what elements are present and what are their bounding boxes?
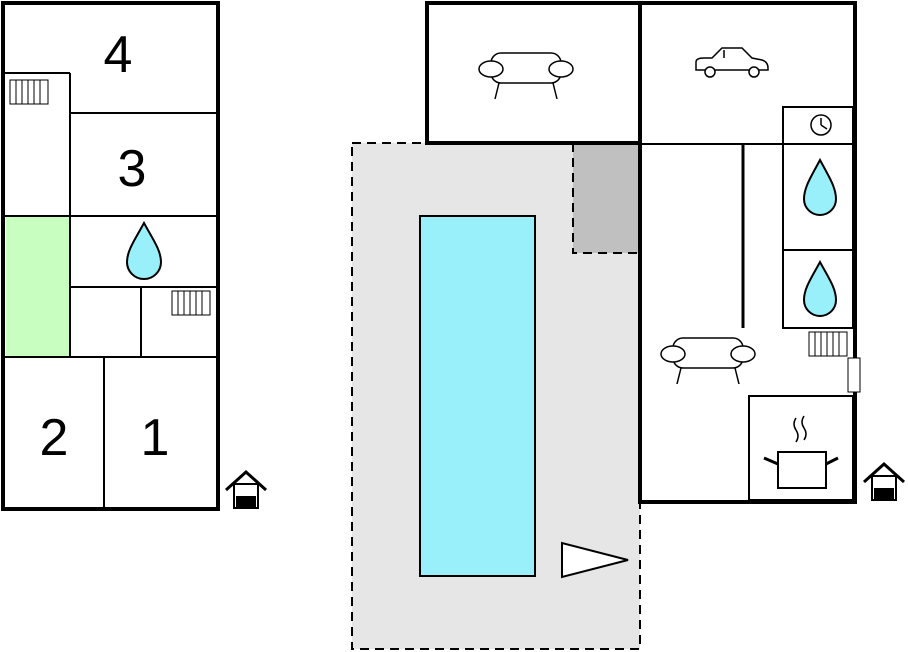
green-balcony-area xyxy=(6,217,70,356)
door-marker xyxy=(847,357,861,393)
radiator-icon xyxy=(9,79,49,105)
entrance-icon xyxy=(224,469,268,509)
room-4-label: 4 xyxy=(104,26,133,84)
right-building xyxy=(425,1,906,504)
pool-area xyxy=(351,142,641,650)
covered-area xyxy=(572,142,641,254)
kitchen-icon xyxy=(763,415,839,489)
radiator-icon xyxy=(171,290,211,316)
living-room-icon xyxy=(478,52,574,100)
bathroom-icon xyxy=(125,220,163,280)
room-1-label: 1 xyxy=(141,409,170,467)
swimming-pool xyxy=(419,215,536,577)
radiator-icon xyxy=(808,331,848,357)
bathroom-icon xyxy=(802,259,838,317)
terrace-direction-icon xyxy=(561,541,629,579)
left-building: 4 3 2 1 xyxy=(1,1,268,511)
bathroom-icon xyxy=(802,157,838,216)
living-room-icon xyxy=(660,337,756,385)
room-3-label: 3 xyxy=(118,140,147,198)
room-2-label: 2 xyxy=(40,409,69,467)
entrance-icon xyxy=(862,461,906,501)
garage-car-icon xyxy=(695,47,769,78)
clock-icon xyxy=(810,114,832,136)
